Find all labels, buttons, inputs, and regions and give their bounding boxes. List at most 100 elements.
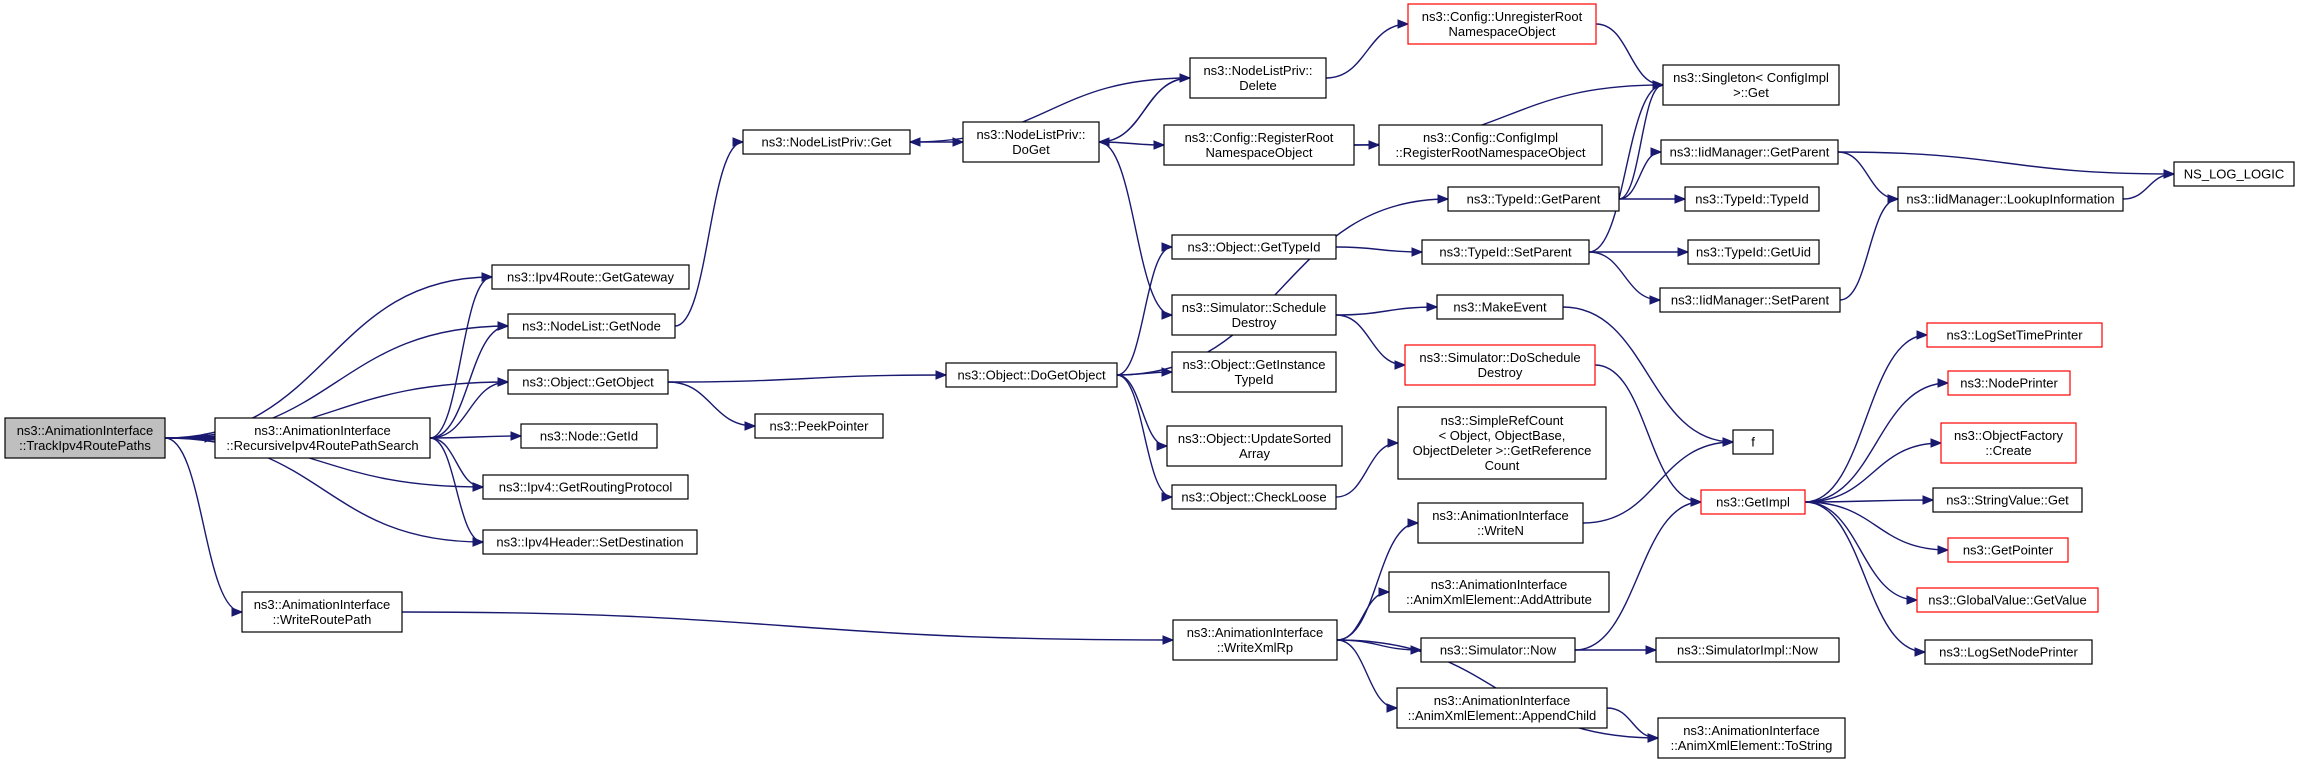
node-snow[interactable]: ns3::Simulator::Now bbox=[1420, 637, 1576, 663]
node-box-gvgv[interactable] bbox=[1916, 587, 2099, 613]
node-box-grp[interactable] bbox=[482, 474, 689, 500]
node-me[interactable]: ns3::MakeEvent bbox=[1436, 294, 1564, 320]
node-tgp[interactable]: ns3::TypeId::GetParent bbox=[1447, 186, 1620, 212]
node-box-sd[interactable] bbox=[482, 529, 698, 555]
node-box-snow[interactable] bbox=[1420, 637, 1576, 663]
node-box-iidsp[interactable] bbox=[1659, 287, 1841, 313]
node-box-nlpget[interactable] bbox=[742, 129, 911, 155]
node-gid[interactable]: ns3::Node::GetId bbox=[520, 423, 658, 449]
node-box-aa[interactable] bbox=[1388, 571, 1610, 613]
node-f[interactable]: f bbox=[1732, 429, 1774, 455]
node-gvgv[interactable]: ns3::GlobalValue::GetValue bbox=[1916, 587, 2099, 613]
node-box-ofc[interactable] bbox=[1940, 422, 2077, 464]
node-box-gn[interactable] bbox=[507, 313, 676, 339]
node-nlpget[interactable]: ns3::NodeListPriv::Get bbox=[742, 129, 911, 155]
node-lsnp[interactable]: ns3::LogSetNodePrinter bbox=[1924, 639, 2093, 665]
node-box-lsnp[interactable] bbox=[1924, 639, 2093, 665]
node-iidsp[interactable]: ns3::IidManager::SetParent bbox=[1659, 287, 1841, 313]
node-ogt[interactable]: ns3::Object::GetTypeId bbox=[1171, 234, 1337, 260]
node-ac[interactable]: ns3::AnimationInterface::AnimXmlElement:… bbox=[1396, 687, 1608, 729]
node-box-lstp[interactable] bbox=[1926, 322, 2103, 348]
node-nlpdoget[interactable]: ns3::NodeListPriv::DoGet bbox=[962, 121, 1100, 163]
node-box-gp[interactable] bbox=[1947, 537, 2069, 563]
node-src[interactable]: ns3::SimpleRefCount< Object, ObjectBase,… bbox=[1397, 406, 1607, 480]
node-box-f[interactable] bbox=[1732, 429, 1774, 455]
node-simpl[interactable]: ns3::SimulatorImpl::Now bbox=[1655, 637, 1840, 663]
node-svg[interactable]: ns3::StringValue::Get bbox=[1932, 487, 2083, 513]
node-gn[interactable]: ns3::NodeList::GetNode bbox=[507, 313, 676, 339]
node-box-go[interactable] bbox=[507, 369, 669, 395]
node-box-ogt[interactable] bbox=[1171, 234, 1337, 260]
node-box-tgu[interactable] bbox=[1687, 239, 1820, 265]
node-ocl[interactable]: ns3::Object::CheckLoose bbox=[1171, 484, 1337, 510]
node-box-ac[interactable] bbox=[1396, 687, 1608, 729]
node-box-dgo[interactable] bbox=[945, 362, 1118, 388]
node-box-rec[interactable] bbox=[214, 417, 431, 459]
node-box-root[interactable] bbox=[4, 417, 166, 459]
node-iidgp[interactable]: ns3::IidManager::GetParent bbox=[1660, 139, 1839, 165]
node-box-tgp[interactable] bbox=[1447, 186, 1620, 212]
node-box-ts[interactable] bbox=[1657, 717, 1846, 759]
node-reg[interactable]: ns3::Config::RegisterRootNamespaceObject bbox=[1163, 124, 1355, 166]
node-box-nlpdel[interactable] bbox=[1189, 57, 1327, 99]
node-box-me[interactable] bbox=[1436, 294, 1564, 320]
node-box-wn[interactable] bbox=[1417, 502, 1584, 544]
node-box-tsp[interactable] bbox=[1421, 239, 1590, 265]
node-dgo[interactable]: ns3::Object::DoGetObject bbox=[945, 362, 1118, 388]
node-wn[interactable]: ns3::AnimationInterface::WriteN bbox=[1417, 502, 1584, 544]
node-box-np[interactable] bbox=[1947, 370, 2071, 396]
node-tgu[interactable]: ns3::TypeId::GetUid bbox=[1687, 239, 1820, 265]
node-root[interactable]: ns3::AnimationInterface::TrackIpv4RouteP… bbox=[4, 417, 166, 459]
node-box-peek[interactable] bbox=[754, 413, 884, 439]
node-box-cireg[interactable] bbox=[1378, 124, 1603, 166]
node-tti[interactable]: ns3::TypeId::TypeId bbox=[1684, 186, 1820, 212]
node-sd[interactable]: ns3::Ipv4Header::SetDestination bbox=[482, 529, 698, 555]
node-box-svg[interactable] bbox=[1932, 487, 2083, 513]
node-gimpl[interactable]: ns3::GetImpl bbox=[1700, 489, 1806, 515]
node-box-src[interactable] bbox=[1397, 406, 1607, 480]
node-box-unreg[interactable] bbox=[1407, 3, 1597, 45]
node-box-ssd[interactable] bbox=[1171, 294, 1337, 336]
node-tsp[interactable]: ns3::TypeId::SetParent bbox=[1421, 239, 1590, 265]
node-box-ogit[interactable] bbox=[1171, 351, 1337, 393]
node-np[interactable]: ns3::NodePrinter bbox=[1947, 370, 2071, 396]
node-box-single[interactable] bbox=[1662, 64, 1840, 106]
node-rec[interactable]: ns3::AnimationInterface::RecursiveIpv4Ro… bbox=[214, 417, 431, 459]
node-box-gid[interactable] bbox=[520, 423, 658, 449]
node-box-nlpdoget[interactable] bbox=[962, 121, 1100, 163]
node-box-simpl[interactable] bbox=[1655, 637, 1840, 663]
node-box-ous[interactable] bbox=[1166, 425, 1343, 467]
node-iidli[interactable]: ns3::IidManager::LookupInformation bbox=[1897, 186, 2124, 212]
node-nlpdel[interactable]: ns3::NodeListPriv::Delete bbox=[1189, 57, 1327, 99]
node-box-wxr[interactable] bbox=[1172, 619, 1338, 661]
node-ts[interactable]: ns3::AnimationInterface::AnimXmlElement:… bbox=[1657, 717, 1846, 759]
node-nll[interactable]: NS_LOG_LOGIC bbox=[2173, 161, 2295, 187]
node-lstp[interactable]: ns3::LogSetTimePrinter bbox=[1926, 322, 2103, 348]
node-gw[interactable]: ns3::Ipv4Route::GetGateway bbox=[491, 264, 690, 290]
node-gp[interactable]: ns3::GetPointer bbox=[1947, 537, 2069, 563]
node-box-reg[interactable] bbox=[1163, 124, 1355, 166]
node-grp[interactable]: ns3::Ipv4::GetRoutingProtocol bbox=[482, 474, 689, 500]
node-box-tti[interactable] bbox=[1684, 186, 1820, 212]
node-go[interactable]: ns3::Object::GetObject bbox=[507, 369, 669, 395]
node-box-iidli[interactable] bbox=[1897, 186, 2124, 212]
node-wxr[interactable]: ns3::AnimationInterface::WriteXmlRp bbox=[1172, 619, 1338, 661]
node-box-iidgp[interactable] bbox=[1660, 139, 1839, 165]
node-box-wrp[interactable] bbox=[241, 591, 403, 633]
node-box-ocl[interactable] bbox=[1171, 484, 1337, 510]
node-box-gimpl[interactable] bbox=[1700, 489, 1806, 515]
node-aa[interactable]: ns3::AnimationInterface::AnimXmlElement:… bbox=[1388, 571, 1610, 613]
node-cireg[interactable]: ns3::Config::ConfigImpl::RegisterRootNam… bbox=[1378, 124, 1603, 166]
node-box-gw[interactable] bbox=[491, 264, 690, 290]
node-box-sdsd[interactable] bbox=[1404, 344, 1596, 386]
node-unreg[interactable]: ns3::Config::UnregisterRootNamespaceObje… bbox=[1407, 3, 1597, 45]
node-ofc[interactable]: ns3::ObjectFactory::Create bbox=[1940, 422, 2077, 464]
node-single[interactable]: ns3::Singleton< ConfigImpl >::Get bbox=[1662, 64, 1840, 106]
node-box-nll[interactable] bbox=[2173, 161, 2295, 187]
node-peek[interactable]: ns3::PeekPointer bbox=[754, 413, 884, 439]
node-wrp[interactable]: ns3::AnimationInterface::WriteRoutePath bbox=[241, 591, 403, 633]
